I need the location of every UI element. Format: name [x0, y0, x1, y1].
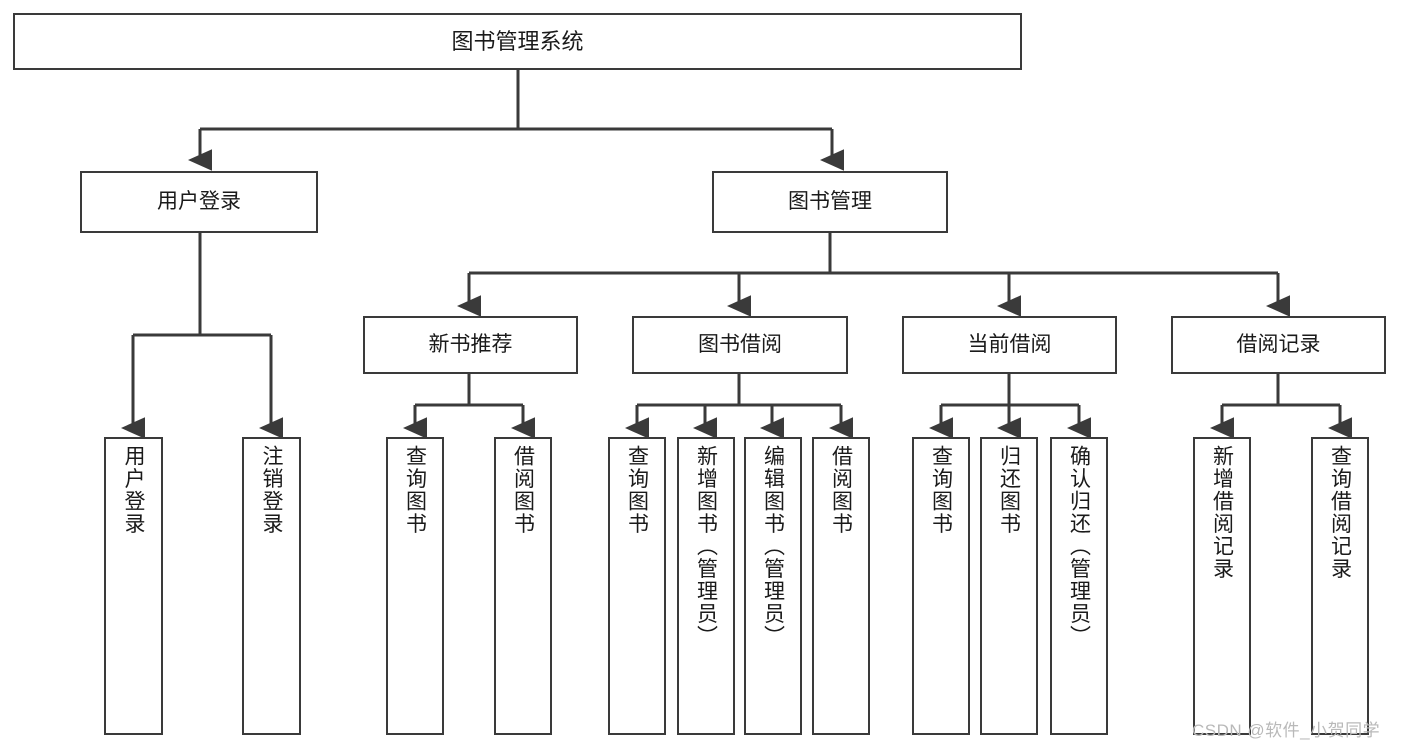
node-book-borrow[interactable]: 图书借阅: [632, 316, 848, 374]
leaf-borrow-add-book-admin[interactable]: 新增图书（管理员）: [677, 437, 735, 735]
node-label: 用户登录: [122, 445, 145, 535]
node-label: 借阅图书: [511, 445, 535, 535]
node-current-borrow[interactable]: 当前借阅: [902, 316, 1117, 374]
node-root-system[interactable]: 图书管理系统: [13, 13, 1022, 70]
leaf-current-query-book[interactable]: 查询图书: [912, 437, 970, 735]
node-label: 当前借阅: [967, 332, 1052, 356]
node-label: 确认归还（管理员）: [1067, 445, 1091, 648]
leaf-recommend-borrow-book[interactable]: 借阅图书: [494, 437, 552, 735]
node-new-book-recommend[interactable]: 新书推荐: [363, 316, 578, 374]
node-label: 新增图书（管理员）: [694, 445, 718, 648]
node-label: 查询图书: [403, 445, 427, 535]
node-user-login[interactable]: 用户登录: [80, 171, 318, 233]
node-label: 查询图书: [929, 445, 953, 535]
node-label: 编辑图书（管理员）: [761, 445, 785, 648]
leaf-recommend-query-book[interactable]: 查询图书: [386, 437, 444, 735]
leaf-current-return-book[interactable]: 归还图书: [980, 437, 1038, 735]
node-label: 图书借阅: [698, 332, 782, 356]
leaf-record-query-record[interactable]: 查询借阅记录: [1311, 437, 1369, 735]
node-label: 新增借阅记录: [1210, 445, 1234, 580]
node-borrow-record[interactable]: 借阅记录: [1171, 316, 1386, 374]
leaf-current-confirm-return-admin[interactable]: 确认归还（管理员）: [1050, 437, 1108, 735]
leaf-borrow-borrow-book[interactable]: 借阅图书: [812, 437, 870, 735]
leaf-user-login-signout[interactable]: 注销登录: [242, 437, 301, 735]
node-label: 注销登录: [260, 445, 283, 535]
node-label: 查询借阅记录: [1328, 445, 1352, 580]
leaf-borrow-edit-book-admin[interactable]: 编辑图书（管理员）: [744, 437, 802, 735]
leaf-user-login-signin[interactable]: 用户登录: [104, 437, 163, 735]
node-label: 查询图书: [625, 445, 649, 535]
node-book-management[interactable]: 图书管理: [712, 171, 948, 233]
leaf-record-add-record[interactable]: 新增借阅记录: [1193, 437, 1251, 735]
csdn-watermark: CSDN @软件_小贺同学: [1192, 721, 1381, 740]
node-label: 图书管理系统: [451, 28, 584, 54]
node-label: 用户登录: [157, 189, 241, 213]
node-label: 图书管理: [788, 189, 872, 213]
node-label: 借阅记录: [1236, 332, 1321, 356]
leaf-borrow-query-book[interactable]: 查询图书: [608, 437, 666, 735]
node-label: 新书推荐: [428, 332, 513, 356]
node-label: 借阅图书: [829, 445, 853, 535]
node-label: 归还图书: [997, 445, 1021, 535]
